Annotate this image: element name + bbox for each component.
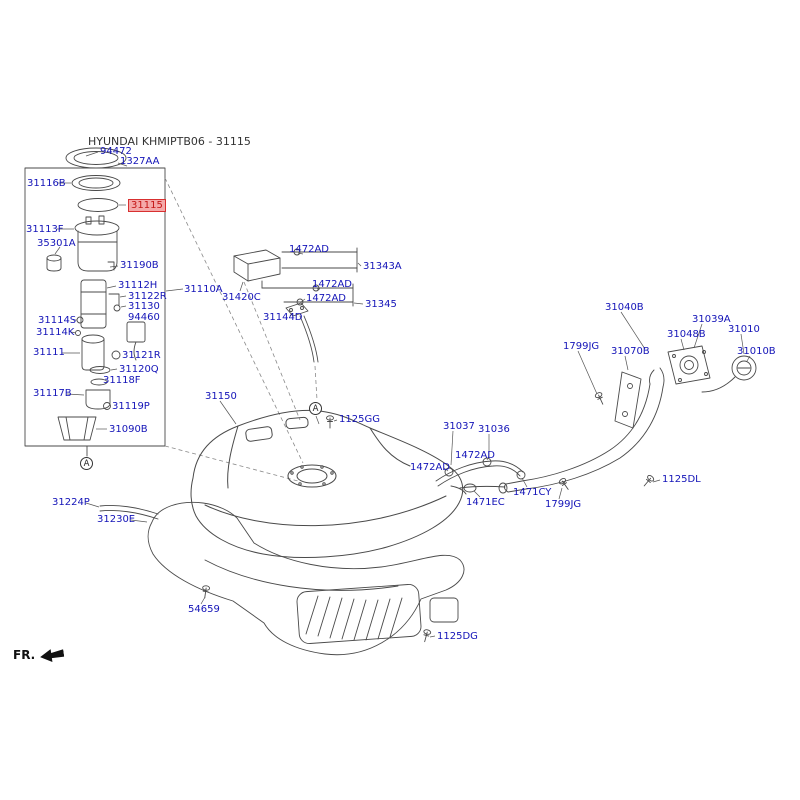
part-label-31111[interactable]: 31111 xyxy=(33,347,65,358)
part-label-31115[interactable]: 31115 xyxy=(128,199,166,212)
part-label-31010[interactable]: 31010 xyxy=(728,324,760,335)
part-label-31113F[interactable]: 31113F xyxy=(26,224,64,235)
tank-shield-group xyxy=(99,501,465,656)
filler-pipe-group xyxy=(498,345,757,494)
part-label-1471CY[interactable]: 1471CY xyxy=(513,487,552,498)
page-title: HYUNDAI KHMIPTB06 - 31115 xyxy=(88,135,251,148)
part-label-94460[interactable]: 94460 xyxy=(128,312,160,323)
part-label-1799JG[interactable]: 1799JG xyxy=(545,499,582,510)
vent-hose-group xyxy=(435,457,526,493)
part-label-31010B[interactable]: 31010B xyxy=(737,346,776,357)
part-label-31130[interactable]: 31130 xyxy=(128,301,160,312)
part-label-1799JG[interactable]: 1799JG xyxy=(563,341,600,352)
part-label-31036[interactable]: 31036 xyxy=(478,424,510,435)
part-label-94472[interactable]: 94472 xyxy=(100,146,132,157)
part-label-31114K[interactable]: 31114K xyxy=(36,327,75,338)
part-label-31224P[interactable]: 31224P xyxy=(52,497,90,508)
callout-A: A xyxy=(309,402,322,415)
part-label-31122R[interactable]: 31122R xyxy=(128,291,167,302)
part-label-35301A[interactable]: 35301A xyxy=(37,238,76,249)
part-label-1471EC[interactable]: 1471EC xyxy=(466,497,505,508)
part-label-31343A[interactable]: 31343A xyxy=(363,261,402,272)
part-label-31420C[interactable]: 31420C xyxy=(222,292,261,303)
leader-lines xyxy=(54,151,751,638)
part-label-31345[interactable]: 31345 xyxy=(365,299,397,310)
part-label-1472AD[interactable]: 1472AD xyxy=(455,450,495,461)
callout-A: A xyxy=(80,457,93,470)
pump-module-group xyxy=(24,147,166,457)
part-label-1472AD[interactable]: 1472AD xyxy=(312,279,352,290)
part-label-31117B[interactable]: 31117B xyxy=(33,388,72,399)
part-label-31150[interactable]: 31150 xyxy=(205,391,237,402)
part-label-31110A[interactable]: 31110A xyxy=(184,284,223,295)
part-label-54659[interactable]: 54659 xyxy=(188,604,220,615)
dashed-leader-lines xyxy=(164,177,318,482)
part-label-1125DL[interactable]: 1125DL xyxy=(662,474,701,485)
part-label-1472AD[interactable]: 1472AD xyxy=(306,293,346,304)
fr-arrow-icon xyxy=(39,647,65,663)
part-label-31230E[interactable]: 31230E xyxy=(97,514,136,525)
part-label-31090B[interactable]: 31090B xyxy=(109,424,148,435)
part-label-31121R[interactable]: 31121R xyxy=(122,350,161,361)
part-label-1472AD[interactable]: 1472AD xyxy=(289,244,329,255)
fuel-tank-group xyxy=(190,409,506,559)
part-label-31114S[interactable]: 31114S xyxy=(38,315,77,326)
part-label-31190B[interactable]: 31190B xyxy=(120,260,159,271)
canister-group xyxy=(233,247,358,363)
part-label-31144D[interactable]: 31144D xyxy=(263,312,303,323)
part-label-31037[interactable]: 31037 xyxy=(443,421,475,432)
part-label-1327AA[interactable]: 1327AA xyxy=(120,156,160,167)
part-label-1472AD[interactable]: 1472AD xyxy=(410,462,450,473)
part-label-31118F[interactable]: 31118F xyxy=(103,375,141,386)
part-label-31040B[interactable]: 31040B xyxy=(605,302,644,313)
part-label-1125DG[interactable]: 1125DG xyxy=(437,631,478,642)
part-label-31048B[interactable]: 31048B xyxy=(667,329,706,340)
part-label-31070B[interactable]: 31070B xyxy=(611,346,650,357)
part-label-31120Q[interactable]: 31120Q xyxy=(119,364,159,375)
fr-direction: FR. xyxy=(13,648,64,662)
fr-label: FR. xyxy=(13,648,36,662)
part-label-31112H[interactable]: 31112H xyxy=(118,280,158,291)
part-label-31116B[interactable]: 31116B xyxy=(27,178,66,189)
part-label-1125GG[interactable]: 1125GG xyxy=(339,414,380,425)
part-label-31039A[interactable]: 31039A xyxy=(692,314,731,325)
part-label-31119P[interactable]: 31119P xyxy=(112,401,150,412)
